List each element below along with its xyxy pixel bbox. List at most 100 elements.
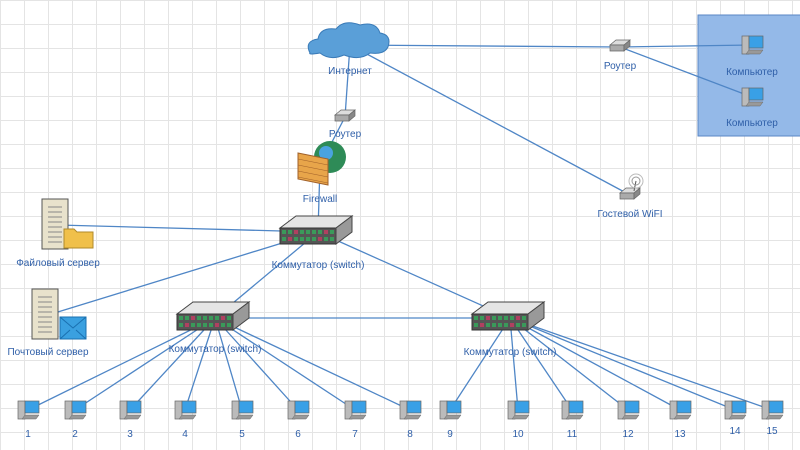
link-router2-pc_b[interactable] — [619, 46, 753, 98]
node-pc-b[interactable] — [741, 87, 764, 107]
link-switch_main-mail_server[interactable] — [47, 231, 319, 316]
link-switch_left-pc3[interactable] — [129, 317, 216, 411]
node-pc15[interactable] — [761, 400, 784, 420]
node-router2[interactable] — [609, 39, 631, 52]
node-internet[interactable] — [307, 22, 390, 59]
node-pc12[interactable] — [617, 400, 640, 420]
computer-icon — [17, 400, 40, 420]
router-icon — [609, 39, 631, 52]
computer-icon — [287, 400, 310, 420]
link-switch_right-pc12[interactable] — [509, 317, 629, 411]
computer-icon — [231, 400, 254, 420]
node-label: 9 — [447, 429, 453, 440]
node-switch-left[interactable] — [175, 301, 251, 331]
node-wifi[interactable] — [619, 173, 644, 200]
link-switch_right-pc10[interactable] — [509, 317, 519, 411]
node-label: Коммутатор (switch) — [272, 260, 365, 271]
computer-icon — [439, 400, 462, 420]
node-label: Компьютер — [726, 67, 778, 78]
node-label: Гостевой WiFI — [597, 209, 662, 220]
node-pc9[interactable] — [439, 400, 462, 420]
node-label: Коммутатор (switch) — [464, 347, 557, 358]
switch-icon — [470, 301, 546, 331]
node-switch-right[interactable] — [470, 301, 546, 331]
link-switch_main-file_server[interactable] — [57, 224, 319, 233]
link-switch_left-pc2[interactable] — [74, 317, 216, 411]
node-pc3[interactable] — [119, 400, 142, 420]
node-pc2[interactable] — [64, 400, 87, 420]
computer-icon — [761, 400, 784, 420]
link-internet-wifi[interactable] — [349, 44, 631, 196]
node-pc10[interactable] — [507, 400, 530, 420]
node-label: 4 — [182, 429, 188, 440]
link-switch_right-pc9[interactable] — [449, 317, 511, 411]
computer-icon — [64, 400, 87, 420]
link-switch_right-pc11[interactable] — [509, 317, 573, 411]
node-file-server[interactable] — [41, 198, 94, 250]
node-label: Роутер — [329, 129, 362, 140]
node-label: 7 — [352, 429, 358, 440]
wifi-router-icon — [619, 173, 644, 200]
link-router2-pc_a[interactable] — [619, 44, 753, 48]
link-switch_left-pc4[interactable] — [184, 317, 216, 411]
node-pc11[interactable] — [561, 400, 584, 420]
node-label: 5 — [239, 429, 245, 440]
computer-icon — [344, 400, 367, 420]
link-switch_left-pc6[interactable] — [214, 317, 299, 411]
link-switch_left-pc8[interactable] — [214, 317, 411, 411]
link-switch_right-pc14[interactable] — [509, 317, 736, 411]
link-internet-router2[interactable] — [349, 44, 621, 48]
node-label: 15 — [766, 426, 778, 437]
firewall-icon — [297, 141, 346, 186]
node-label: 8 — [407, 429, 413, 440]
node-firewall[interactable] — [297, 141, 346, 186]
computer-icon — [724, 400, 747, 420]
computer-icon — [174, 400, 197, 420]
node-mail-server[interactable] — [31, 288, 87, 340]
node-pc1[interactable] — [17, 400, 40, 420]
node-label: Роутер — [604, 61, 637, 72]
computer-icon — [399, 400, 422, 420]
switch-icon — [278, 215, 354, 245]
node-pc7[interactable] — [344, 400, 367, 420]
link-switch_left-pc1[interactable] — [27, 317, 216, 411]
node-pc13[interactable] — [669, 400, 692, 420]
node-label: 1 — [25, 429, 31, 440]
link-switch_main-switch_right[interactable] — [317, 231, 511, 319]
node-label: 12 — [622, 429, 634, 440]
node-label: Почтовый сервер — [7, 347, 89, 358]
node-label: 10 — [512, 429, 524, 440]
node-label: 6 — [295, 429, 301, 440]
node-pc4[interactable] — [174, 400, 197, 420]
node-label: 13 — [674, 429, 686, 440]
node-switch-main[interactable] — [278, 215, 354, 245]
node-router1[interactable] — [334, 109, 356, 122]
computer-icon — [741, 35, 764, 55]
node-label: Коммутатор (switch) — [169, 344, 262, 355]
computer-icon — [617, 400, 640, 420]
node-label: Интернет — [328, 66, 372, 77]
link-switch_right-pc15[interactable] — [509, 317, 773, 411]
router-icon — [334, 109, 356, 122]
node-label: Компьютер — [726, 118, 778, 129]
group-remote-office[interactable] — [697, 14, 800, 137]
cloud-icon — [307, 22, 390, 59]
node-label: 2 — [72, 429, 78, 440]
node-pc6[interactable] — [287, 400, 310, 420]
computer-icon — [561, 400, 584, 420]
node-label: 3 — [127, 429, 133, 440]
node-label: 11 — [567, 429, 578, 440]
node-pc-a[interactable] — [741, 35, 764, 55]
node-label: Firewall — [303, 194, 337, 205]
link-switch_right-pc13[interactable] — [509, 317, 681, 411]
node-pc14[interactable] — [724, 400, 747, 420]
link-switch_left-pc5[interactable] — [214, 317, 243, 411]
node-pc8[interactable] — [399, 400, 422, 420]
node-label: 14 — [729, 426, 741, 437]
computer-icon — [507, 400, 530, 420]
link-switch_left-pc7[interactable] — [214, 317, 356, 411]
node-pc5[interactable] — [231, 400, 254, 420]
switch-icon — [175, 301, 251, 331]
